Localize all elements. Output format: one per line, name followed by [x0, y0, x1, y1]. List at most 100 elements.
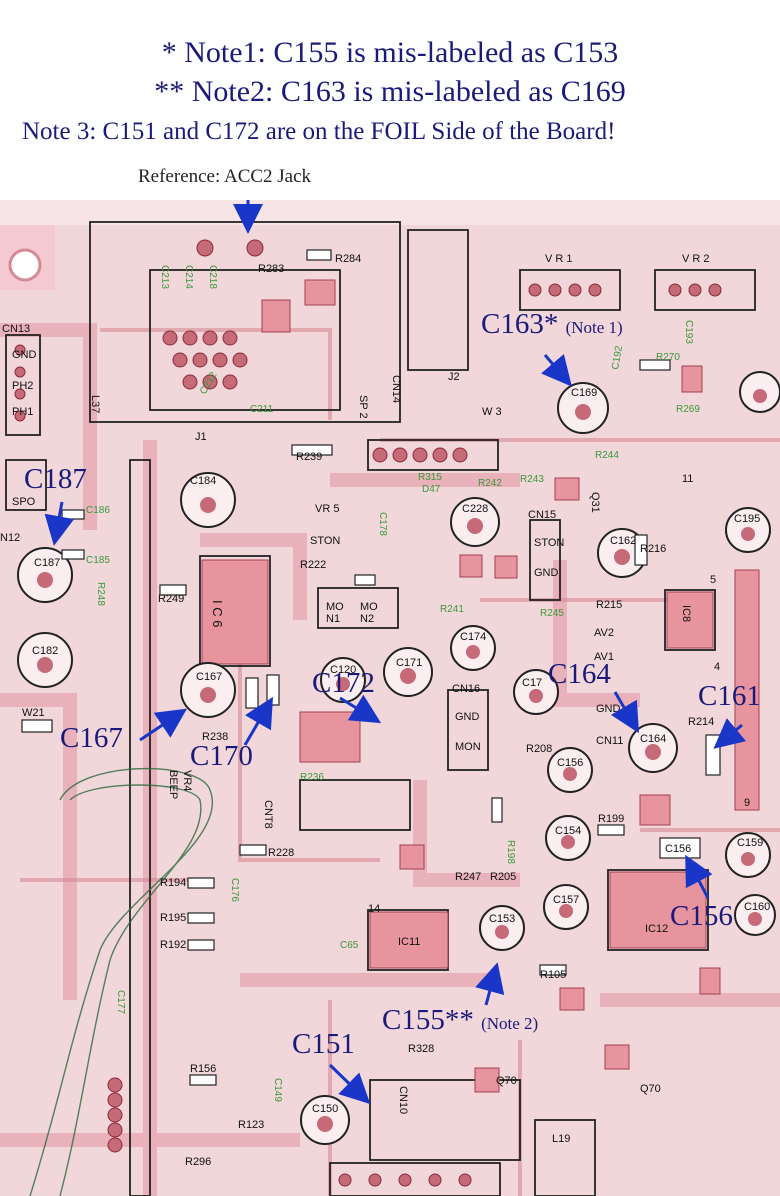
board-label-r249: R249 [158, 593, 184, 605]
board-label-c17x: C17 [522, 677, 542, 689]
board-label-n1: N1 [326, 613, 340, 625]
board-label-c160: C160 [744, 901, 770, 913]
board-label-av1: AV1 [594, 651, 614, 663]
board-label-q70b: Q70 [496, 1075, 517, 1087]
board-label-c167: C167 [196, 671, 222, 683]
board-label-beep: BEEP [167, 770, 179, 799]
board-label-cn11: CN11 [596, 735, 623, 747]
board-label-r239: R239 [296, 451, 322, 463]
board-label-vr4: VR4 [181, 770, 193, 791]
board-label-cn12: N12 [0, 532, 20, 544]
board-label-c153: C153 [489, 913, 515, 925]
board-label-c150: C150 [312, 1103, 338, 1115]
board-label-r270: R270 [656, 352, 680, 363]
callout-c187: C187 [24, 463, 87, 495]
board-label-c169: C169 [571, 387, 597, 399]
circuit-board: CN13 GND PH2 PH1 SPO N12 L37 J1 J2 CN14 … [0, 200, 780, 1196]
board-label-c171: C171 [396, 657, 422, 669]
board-label-c228: C228 [462, 503, 488, 515]
board-label-r195: R195 [160, 912, 186, 924]
board-label-r192: R192 [160, 939, 186, 951]
board-label-j1: J1 [195, 431, 207, 443]
board-label-ic11: IC11 [398, 936, 420, 948]
board-label-cn18: CNT8 [262, 800, 274, 829]
callout-c172: C172 [312, 667, 375, 699]
board-label-ph1: PH1 [12, 406, 33, 418]
board-label-r205: R205 [490, 871, 516, 883]
board-label-ic12: IC12 [645, 923, 668, 935]
board-label-r238: R238 [202, 731, 228, 743]
note-3: Note 3: C151 and C172 are on the FOIL Si… [22, 118, 616, 145]
board-label-ic8: IC8 [680, 605, 692, 622]
board-label-14: 14 [368, 903, 380, 915]
board-label-5: 5 [710, 574, 716, 586]
board-label-cn14: CN14 [390, 375, 402, 403]
board-label-c213: C213 [159, 265, 170, 289]
board-label-c184: C184 [190, 475, 216, 487]
board-label-w21: W21 [22, 707, 45, 719]
board-label-j2: J2 [448, 371, 460, 383]
callout-c156: C156 [670, 900, 733, 932]
board-label-r243: R243 [520, 474, 544, 485]
board-label-r244: R244 [595, 450, 619, 461]
board-label-r236: R236 [300, 772, 324, 783]
board-label-r242: R242 [478, 478, 502, 489]
board-label-c185: C185 [86, 555, 110, 566]
board-label-c214: C214 [183, 265, 194, 289]
board-label-n2: N2 [360, 613, 374, 625]
board-label-r269: R269 [676, 404, 700, 415]
board-label-r283: R283 [258, 263, 284, 275]
board-label-w3: W 3 [482, 406, 502, 418]
callout-c167: C167 [60, 722, 123, 754]
notes-header: * Note1: C155 is mis-labeled as C153 ** … [0, 0, 780, 200]
board-label-c211: C211 [250, 404, 274, 415]
callout-c163: C163* (Note 1) [481, 308, 623, 340]
board-label-r156: R156 [190, 1063, 216, 1075]
board-label-c154: C154 [555, 825, 581, 837]
board-label-c120: C120 [330, 664, 356, 676]
board-label-vr2: V R 2 [682, 253, 710, 265]
board-label-c192: C192 [610, 345, 625, 371]
board-label-c195: C195 [734, 513, 760, 525]
callout-c164: C164 [548, 658, 611, 690]
board-label-gnd: GND [12, 349, 37, 361]
board-label-mo2: MO [360, 601, 378, 613]
board-label-ph2: PH2 [12, 380, 33, 392]
board-label-c159: C159 [737, 837, 763, 849]
board-label-gnd3: GND [534, 567, 559, 579]
board-label-vr1: V R 1 [545, 253, 573, 265]
callout-c155: C155** (Note 2) [382, 1004, 539, 1036]
board-label-11: 11 [682, 473, 693, 485]
board-label-c149: C149 [272, 1078, 283, 1102]
board-label-c186: C186 [86, 505, 110, 516]
board-label-r199: R199 [598, 813, 624, 825]
board-label-4: 4 [714, 661, 720, 673]
reference-label: Reference: ACC2 Jack [138, 166, 312, 187]
board-label-r222: R222 [300, 559, 326, 571]
board-label-vr5: VR 5 [315, 503, 339, 515]
board-label-r215: R215 [596, 599, 622, 611]
callout-c170: C170 [190, 740, 253, 772]
board-label-l37: L37 [89, 395, 101, 413]
board-label-av2: AV2 [594, 627, 614, 639]
board-label-c164: C164 [640, 733, 666, 745]
board-label-r194: R194 [160, 877, 186, 889]
board-label-ston: STON [310, 535, 340, 547]
board-label-ston2: STON [534, 537, 564, 549]
board-label-r214: R214 [688, 716, 714, 728]
board-label-c176: C176 [229, 878, 240, 902]
board-label-cn10: CN10 [397, 1086, 409, 1114]
board-label-mon: MON [455, 741, 481, 753]
board-label-gnd4: GND [596, 703, 621, 715]
board-label-r105: R105 [540, 969, 566, 981]
board-label-r241: R241 [440, 604, 464, 615]
board-label-r248: R248 [95, 582, 106, 606]
callout-c161: C161 [698, 680, 761, 712]
board-label-c187: C187 [34, 557, 60, 569]
board-label-r123: R123 [238, 1119, 264, 1131]
board-label-cn15: CN15 [528, 509, 556, 521]
board-label-r208: R208 [526, 743, 552, 755]
board-label-c218: C218 [207, 265, 218, 289]
board-label-r296: R296 [185, 1156, 211, 1168]
board-label-r245: R245 [540, 608, 564, 619]
